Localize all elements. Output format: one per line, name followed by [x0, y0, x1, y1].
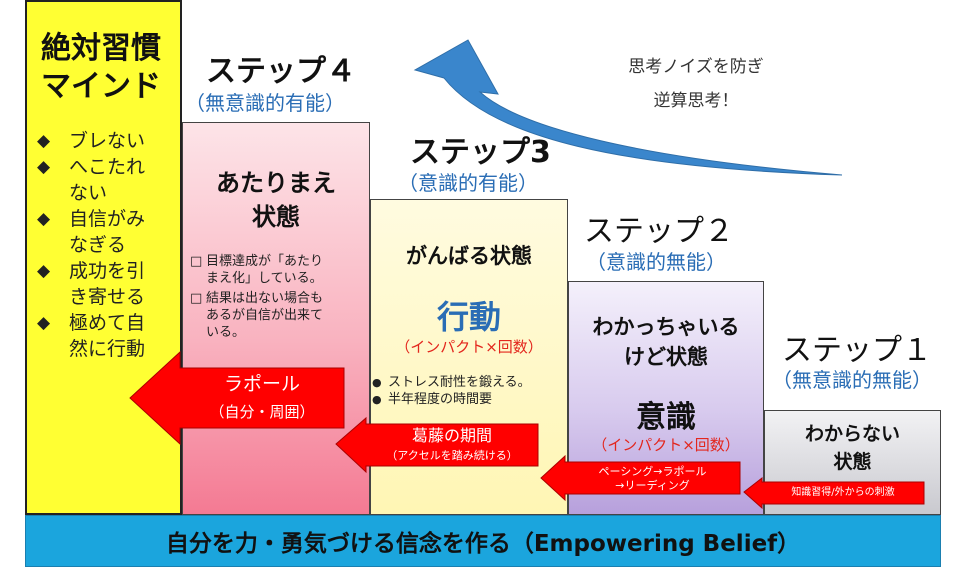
- mindset-list: ◆ ブレない ◆ へこたれない ◆ 自信がみなぎる ◆ 成功を引き寄せる ◆ 極…: [37, 128, 177, 362]
- step3-state: がんばる状態: [406, 244, 532, 268]
- mindset-title-line1: 絶対習慣: [41, 31, 161, 66]
- empowering-belief-text: 自分を力・勇気づける信念を作る（Empowering Belief）: [165, 531, 801, 557]
- rapport-sub: （自分・周囲）: [209, 403, 315, 421]
- empowering-belief-bar: 自分を力・勇気づける信念を作る（Empowering Belief）: [25, 515, 941, 567]
- list-item-text: ない: [69, 182, 108, 204]
- list-item: ◆ 自信がみなぎる: [37, 206, 177, 258]
- step2-subtitle: （意識的無能）: [586, 250, 726, 274]
- step3-keyword: 行動: [436, 298, 501, 336]
- diamond-icon: ◆: [37, 313, 51, 333]
- checklist-item: □ 結果は出ない場合もあるが自信が出来ている。: [190, 290, 366, 341]
- conflict-title: 葛藤の期間: [411, 426, 492, 445]
- step4-title: ステップ４: [206, 54, 356, 89]
- checklist-text: あるが自信が出来て: [206, 308, 324, 323]
- step2-state-line2: けど状態: [624, 345, 708, 369]
- knowledge-label: 知識習得/外からの刺激: [791, 487, 895, 498]
- bullet-dot-icon: ●: [372, 376, 382, 389]
- conflict-label: 葛藤の期間 （アクセルを踏み続ける）: [366, 426, 538, 466]
- list-item: ◆ へこたれない: [37, 154, 177, 206]
- bullet-text: ストレス耐性を鍛える。: [388, 375, 531, 390]
- step4-box: [182, 122, 370, 515]
- step4-state-line1: あたりまえ: [216, 169, 336, 197]
- bullet-text: 半年程度の時間要: [388, 392, 493, 407]
- step1-state-line2: 状態: [833, 451, 872, 473]
- pacing-line1: ペーシング→ラポール: [598, 465, 707, 478]
- conflict-sub: （アクセルを踏み続ける）: [386, 449, 518, 462]
- noise-text: 思考ノイズを防ぎ 逆算思考！: [596, 50, 796, 118]
- rapport-title: ラポール: [223, 373, 300, 395]
- step3-bullets: ● ストレス耐性を鍛える。 ● 半年程度の時間要: [372, 374, 566, 408]
- step2-keyword: 意識: [636, 400, 696, 435]
- list-item-text: 然に行動: [69, 338, 146, 360]
- list-item-text: へこたれ: [69, 156, 146, 178]
- step2-state: わかっちゃいる けど状態: [568, 312, 764, 372]
- step2-state-line1: わかっちゃいる: [592, 315, 740, 339]
- bullet-item: ● 半年程度の時間要: [372, 391, 566, 408]
- step2-title: ステップ２: [584, 214, 734, 249]
- mindset-title-line2: マインド: [41, 69, 161, 104]
- step1-subtitle: （無意識的無能）: [772, 368, 932, 392]
- checkbox-icon: □: [190, 291, 203, 306]
- checklist-text: まえ化」している。: [206, 271, 323, 286]
- list-item: ◆ ブレない: [37, 128, 177, 154]
- bullet-dot-icon: ●: [372, 393, 382, 406]
- step4-checklist: □ 目標達成が「あたりまえ化」している。 □ 結果は出ない場合もあるが自信が出来…: [190, 253, 366, 341]
- rapport-label: ラポール （自分・周囲）: [180, 370, 344, 426]
- step4-state-line2: 状態: [252, 203, 300, 231]
- checklist-text: 目標達成が「あたり: [206, 254, 324, 269]
- step4-state: あたりまえ 状態: [182, 166, 370, 234]
- diamond-icon: ◆: [37, 261, 51, 281]
- pacing-line2: →リーディング: [615, 479, 690, 492]
- bullet-item: ● ストレス耐性を鍛える。: [372, 374, 566, 391]
- diamond-icon: ◆: [37, 157, 51, 177]
- knowledge-arrow: [743, 476, 925, 510]
- noise-line2: 逆算思考！: [653, 91, 739, 111]
- list-item-text: き寄せる: [69, 286, 146, 308]
- checkbox-icon: □: [190, 254, 203, 269]
- list-item-text: 成功を引: [69, 260, 146, 282]
- step4-subtitle: （無意識的有能）: [185, 91, 345, 115]
- list-item-text: ブレない: [69, 130, 146, 152]
- list-item: ◆ 極めて自然に行動: [37, 310, 177, 362]
- checklist-text: 結果は出ない場合も: [206, 291, 324, 306]
- step3-subtitle: （意識的有能）: [398, 171, 538, 195]
- list-item-text: 自信がみ: [69, 208, 146, 230]
- step2-impact: （インパクト×回数）: [592, 436, 740, 454]
- checklist-text: いる。: [206, 325, 246, 340]
- list-item-text: なぎる: [69, 234, 127, 256]
- step1-state: わからない 状態: [764, 420, 941, 476]
- diamond-icon: ◆: [37, 209, 51, 229]
- checklist-item: □ 目標達成が「あたりまえ化」している。: [190, 253, 366, 287]
- step3-impact: （インパクト×回数）: [395, 338, 543, 356]
- list-item: ◆ 成功を引き寄せる: [37, 258, 177, 310]
- conflict-arrow: [335, 416, 539, 474]
- list-item-text: 極めて自: [69, 312, 146, 334]
- blue-curved-arrow: [413, 39, 843, 176]
- rapport-arrow: [129, 350, 345, 446]
- step3-title: ステップ3: [410, 135, 551, 170]
- mindset-column: 絶対習慣 マインド ◆ ブレない ◆ へこたれない ◆ 自信がみなぎる ◆ 成功…: [25, 0, 182, 515]
- noise-line1: 思考ノイズを防ぎ: [628, 57, 764, 77]
- diamond-icon: ◆: [37, 131, 51, 151]
- pacing-arrow: [540, 454, 741, 502]
- step1-state-line1: わからない: [804, 423, 900, 445]
- pacing-label: ペーシング→ラポール →リーディング: [565, 465, 740, 493]
- step1-title: ステップ１: [782, 333, 932, 368]
